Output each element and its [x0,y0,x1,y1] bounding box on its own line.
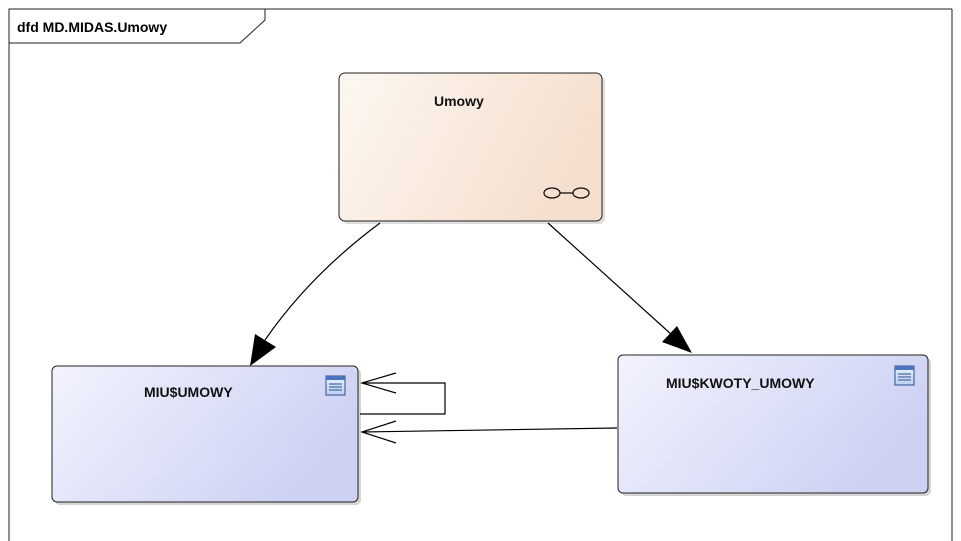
data-store-miu-kwoty-umowy[interactable] [617,354,931,496]
diagram-title: dfd MD.MIDAS.Umowy [17,19,168,35]
store-label-miu-umowy: MIU$UMOWY [144,384,233,400]
process-node-umowy[interactable] [338,72,605,224]
table-icon [325,375,346,396]
arrowhead-filled [250,334,276,366]
arrowhead-open [360,420,397,444]
arrowhead-filled [662,326,692,353]
arrowhead-open [359,372,397,394]
flow-miu-umowy-self-loop[interactable] [359,372,446,415]
process-label-umowy: Umowy [434,93,484,109]
title-tab [8,8,266,44]
store-label-miu-kwoty-umowy: MIU$KWOTY_UMOWY [666,375,815,391]
activity-binoculars-icon [543,187,590,199]
table-icon [894,365,915,386]
flow-umowy-to-miu-umowy[interactable] [250,222,381,366]
diagram-frame [8,8,953,541]
data-store-miu-umowy[interactable] [51,365,361,505]
flow-umowy-to-miu-kwoty-umowy[interactable] [547,222,692,353]
flow-miu-kwoty-umowy-to-miu-umowy[interactable] [360,420,618,444]
